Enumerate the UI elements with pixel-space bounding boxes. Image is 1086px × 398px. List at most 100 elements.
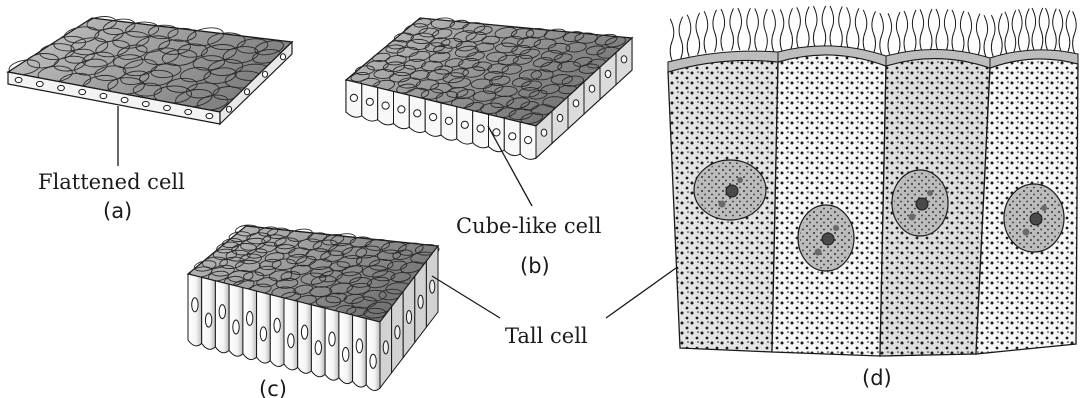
cilium — [839, 7, 843, 49]
chromatin-clump — [1023, 229, 1030, 236]
cilium — [738, 8, 742, 50]
cuboidal-nucleus — [621, 56, 627, 63]
ciliated-cells — [668, 46, 1078, 356]
cilium — [888, 13, 892, 55]
cuboidal-nucleus — [557, 114, 563, 121]
squamous-epithelium — [8, 15, 292, 124]
cilium — [936, 9, 940, 51]
chromatin-clump — [737, 177, 743, 183]
cilium — [721, 9, 725, 51]
columnar-nucleus — [418, 295, 423, 308]
ciliated-columnar-epithelium — [668, 6, 1078, 356]
cilium — [944, 9, 948, 51]
cilium — [696, 13, 700, 55]
cuboidal-nucleus — [525, 137, 532, 144]
cilium — [679, 17, 683, 59]
cilium — [1032, 8, 1036, 50]
tall-cell-pointer-right — [606, 268, 676, 318]
columnar-nucleus — [205, 313, 211, 327]
cilium — [747, 8, 751, 50]
cilium — [896, 12, 900, 54]
columnar-nucleus — [233, 320, 239, 334]
cilium — [687, 15, 691, 57]
columnar-nucleus — [406, 311, 411, 324]
cilium — [704, 11, 708, 53]
columnar-nucleus — [430, 280, 435, 293]
cilium — [830, 6, 834, 48]
cilium — [960, 11, 964, 53]
cuboidal-nucleus — [477, 125, 484, 132]
cilium — [670, 19, 674, 61]
columnar-epithelium — [188, 224, 439, 390]
columnar-nucleus — [274, 318, 280, 332]
nucleolus — [1030, 213, 1042, 225]
cilium — [999, 13, 1003, 55]
nucleolus — [916, 198, 928, 210]
columnar-nucleus — [301, 325, 307, 339]
columnar-nucleus — [329, 332, 335, 346]
cube-like-cell-label: Cube-like cell — [456, 214, 602, 238]
squamous-nucleus — [164, 105, 171, 110]
cilium — [968, 12, 972, 54]
columnar-nucleus — [192, 298, 198, 312]
cilium — [1012, 10, 1016, 52]
cilium — [822, 6, 826, 48]
cilium — [928, 9, 932, 51]
nucleolus — [726, 185, 738, 197]
cilium — [772, 10, 776, 52]
cilium — [797, 7, 801, 49]
chromatin-clump — [815, 249, 822, 256]
columnar-nucleus — [219, 305, 225, 319]
cuboidal-nucleus — [573, 100, 579, 107]
cilium — [780, 9, 784, 51]
columnar-nucleus — [315, 341, 321, 355]
cuboidal-nucleus — [493, 129, 500, 136]
cilium — [1066, 10, 1070, 52]
cilium — [855, 8, 859, 50]
columnar-nucleus — [260, 327, 266, 341]
cilium — [984, 15, 988, 57]
chromatin-clump — [1041, 205, 1047, 211]
panel-label-a: (a) — [103, 199, 132, 223]
columnar-nucleus — [247, 311, 253, 325]
cilium — [1059, 9, 1063, 51]
cilium — [904, 11, 908, 53]
cilium — [806, 7, 810, 49]
cilium — [1039, 8, 1043, 50]
tall-cell-label: Tall cell — [505, 324, 588, 348]
cuboidal-nucleus — [382, 102, 389, 109]
columnar-nucleus — [343, 347, 349, 361]
cilium — [1046, 8, 1050, 50]
columnar-nucleus — [383, 341, 388, 354]
cilium — [764, 9, 768, 51]
cuboidal-nucleus — [509, 133, 516, 140]
cilium — [920, 9, 924, 51]
cilium — [991, 15, 995, 57]
cilium — [952, 10, 956, 52]
squamous-nucleus — [100, 93, 107, 98]
cilium — [912, 10, 916, 52]
cilium — [789, 8, 793, 50]
columnar-nucleus — [395, 326, 400, 339]
squamous-nucleus — [280, 54, 285, 60]
squamous-nucleus — [262, 71, 267, 77]
chromatin-clump — [719, 201, 726, 208]
cilium — [863, 10, 867, 52]
cilium — [755, 9, 759, 51]
nucleolus — [822, 233, 834, 245]
columnar-nucleus — [288, 334, 294, 348]
squamous-nucleus — [185, 109, 192, 114]
squamous-nucleus — [121, 97, 128, 102]
cuboidal-nucleus — [605, 70, 611, 77]
cilium — [1026, 9, 1030, 51]
squamous-nucleus — [79, 89, 86, 94]
panel-label-c: (c) — [259, 377, 287, 398]
cuboidal-nucleus — [541, 129, 547, 136]
cilium — [1019, 9, 1023, 51]
cuboidal-nucleus — [366, 98, 373, 105]
squamous-nucleus — [58, 85, 65, 90]
panel-label-b: (b) — [520, 254, 550, 278]
columnar-nucleus — [370, 354, 376, 368]
chromatin-clump — [833, 225, 839, 231]
cilium — [813, 6, 817, 48]
